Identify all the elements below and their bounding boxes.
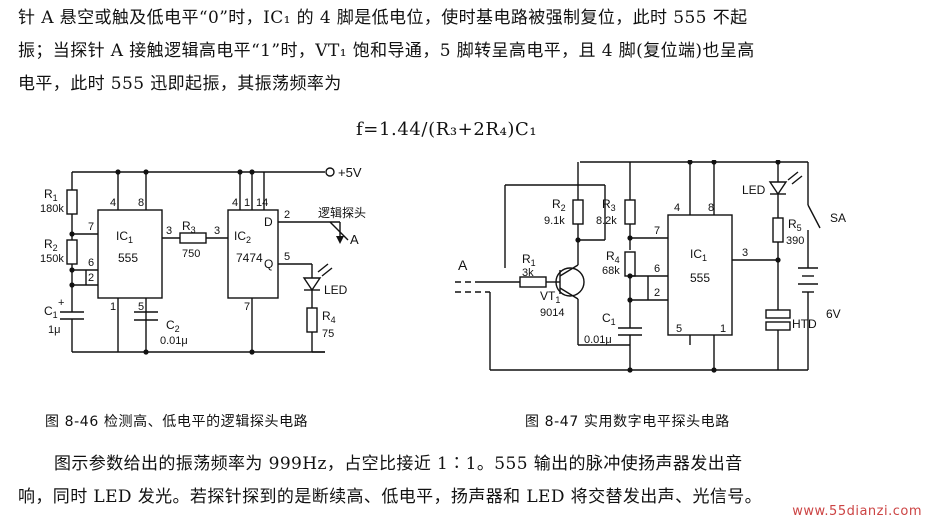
ic2-label: IC2 (234, 229, 251, 245)
pin-label: 7 (88, 221, 94, 233)
text-line: 针 A 悬空或触及低电平“0”时，IC₁ 的 4 脚是低电位，使时基电路被强制复… (18, 8, 748, 28)
r3-value: 8.2k (596, 215, 617, 227)
r1-label: R1 (44, 187, 58, 203)
pin-label: 1 (720, 323, 726, 335)
r1-value: 3k (522, 267, 534, 279)
ic1-label: IC1 (690, 247, 707, 263)
led-label: LED (742, 183, 766, 197)
led-label: LED (324, 283, 348, 297)
supply-label: +5V (338, 165, 362, 180)
r4-label: R4 (322, 309, 336, 325)
text-line: 图示参数给出的振荡频率为 999Hz，占空比接近 1∶1。555 输出的脉冲使扬… (54, 454, 743, 474)
c1-value: 1μ (48, 324, 60, 336)
pin-label: 1 (110, 301, 116, 313)
pin-label: 3 (214, 225, 220, 237)
r4-value: 75 (322, 328, 334, 340)
pin-label: 3 (166, 225, 172, 237)
pin-label: 5 (284, 251, 290, 263)
watermark: www.55dianzi.com (792, 504, 922, 519)
pin-label: 4 (110, 197, 116, 209)
pin-label: 6 (88, 257, 94, 269)
figure-caption: 图 8-47 实用数字电平探头电路 (525, 414, 730, 430)
c1-value: 0.01μ (584, 334, 612, 346)
c1-label: C1 (44, 304, 58, 320)
frequency-formula: f=1.44/(R₃+2R₄)C₁ (356, 119, 538, 140)
probe-label: 逻辑探头 (318, 206, 366, 220)
pin-label: 7 (244, 301, 250, 313)
pin-label: 7 (654, 225, 660, 237)
text-line: 电平，此时 555 迅即起振，其振荡频率为 (18, 74, 342, 94)
r3-value: 750 (182, 248, 200, 260)
pin-label: 5 (138, 301, 144, 313)
pin-label: 2 (88, 272, 94, 284)
c2-label: C2 (166, 318, 180, 334)
r5-value: 390 (786, 235, 804, 247)
ic1-type: 555 (690, 271, 710, 285)
r1-value: 180k (40, 203, 64, 215)
r4-value: 68k (602, 265, 620, 277)
probe-terminal: A (458, 257, 468, 273)
pin-label: 14 (256, 197, 268, 209)
d-pin-label: D (264, 215, 273, 229)
q-pin-label: Q (264, 257, 273, 271)
sa-label: SA (830, 211, 846, 225)
pin-label: 2 (654, 287, 660, 299)
ic2-type: 7474 (236, 251, 263, 265)
c2-value: 0.01μ (160, 335, 188, 347)
body-text-top: 针 A 悬空或触及低电平“0”时，IC₁ 的 4 脚是低电位，使时基电路被强制复… (18, 2, 913, 101)
probe-terminal: A (350, 232, 359, 247)
vt1-type: 9014 (540, 307, 564, 319)
pin-label: 4 (232, 197, 238, 209)
figure-caption: 图 8-46 检测高、低电平的逻辑探头电路 (45, 414, 309, 430)
pin-label: 6 (654, 263, 660, 275)
battery-label: 6V (826, 307, 841, 321)
ic1-label: IC1 (116, 229, 133, 245)
circuit-diagrams: +5V R1 180k R2 150k C1 + 1μ IC1 555 4 8 … (40, 160, 846, 373)
vt1-label: VT1 (540, 289, 560, 305)
r2-value: 150k (40, 253, 64, 265)
body-text-bottom: 图示参数给出的振荡频率为 999Hz，占空比接近 1∶1。555 输出的脉冲使扬… (18, 448, 913, 514)
htd-label: HTD (792, 317, 817, 331)
r4-label: R4 (606, 249, 620, 265)
c1-label: C1 (602, 311, 616, 327)
text-line: 响，同时 LED 发光。若探针探到的是断续高、低电平，扬声器和 LED 将交替发… (18, 487, 763, 507)
pin-label: 1 (244, 197, 250, 209)
r1-label: R1 (522, 252, 536, 268)
pin-label: 8 (138, 197, 144, 209)
r3-label: R3 (182, 219, 196, 235)
pin-label: 4 (674, 202, 680, 214)
c1-polarity: + (58, 297, 64, 309)
r3-label: R3 (602, 197, 616, 213)
pin-label: 5 (676, 323, 682, 335)
text-line: 振；当探针 A 接触逻辑高电平“1”时，VT₁ 饱和导通，5 脚转呈高电平，且 … (18, 41, 755, 61)
r2-label: R2 (552, 197, 566, 213)
pin-label: 3 (742, 247, 748, 259)
pin-label: 8 (708, 202, 714, 214)
ic1-type: 555 (118, 251, 138, 265)
pin-label: 2 (284, 209, 290, 221)
r2-value: 9.1k (544, 215, 565, 227)
r2-label: R2 (44, 237, 58, 253)
r5-label: R5 (788, 217, 802, 233)
